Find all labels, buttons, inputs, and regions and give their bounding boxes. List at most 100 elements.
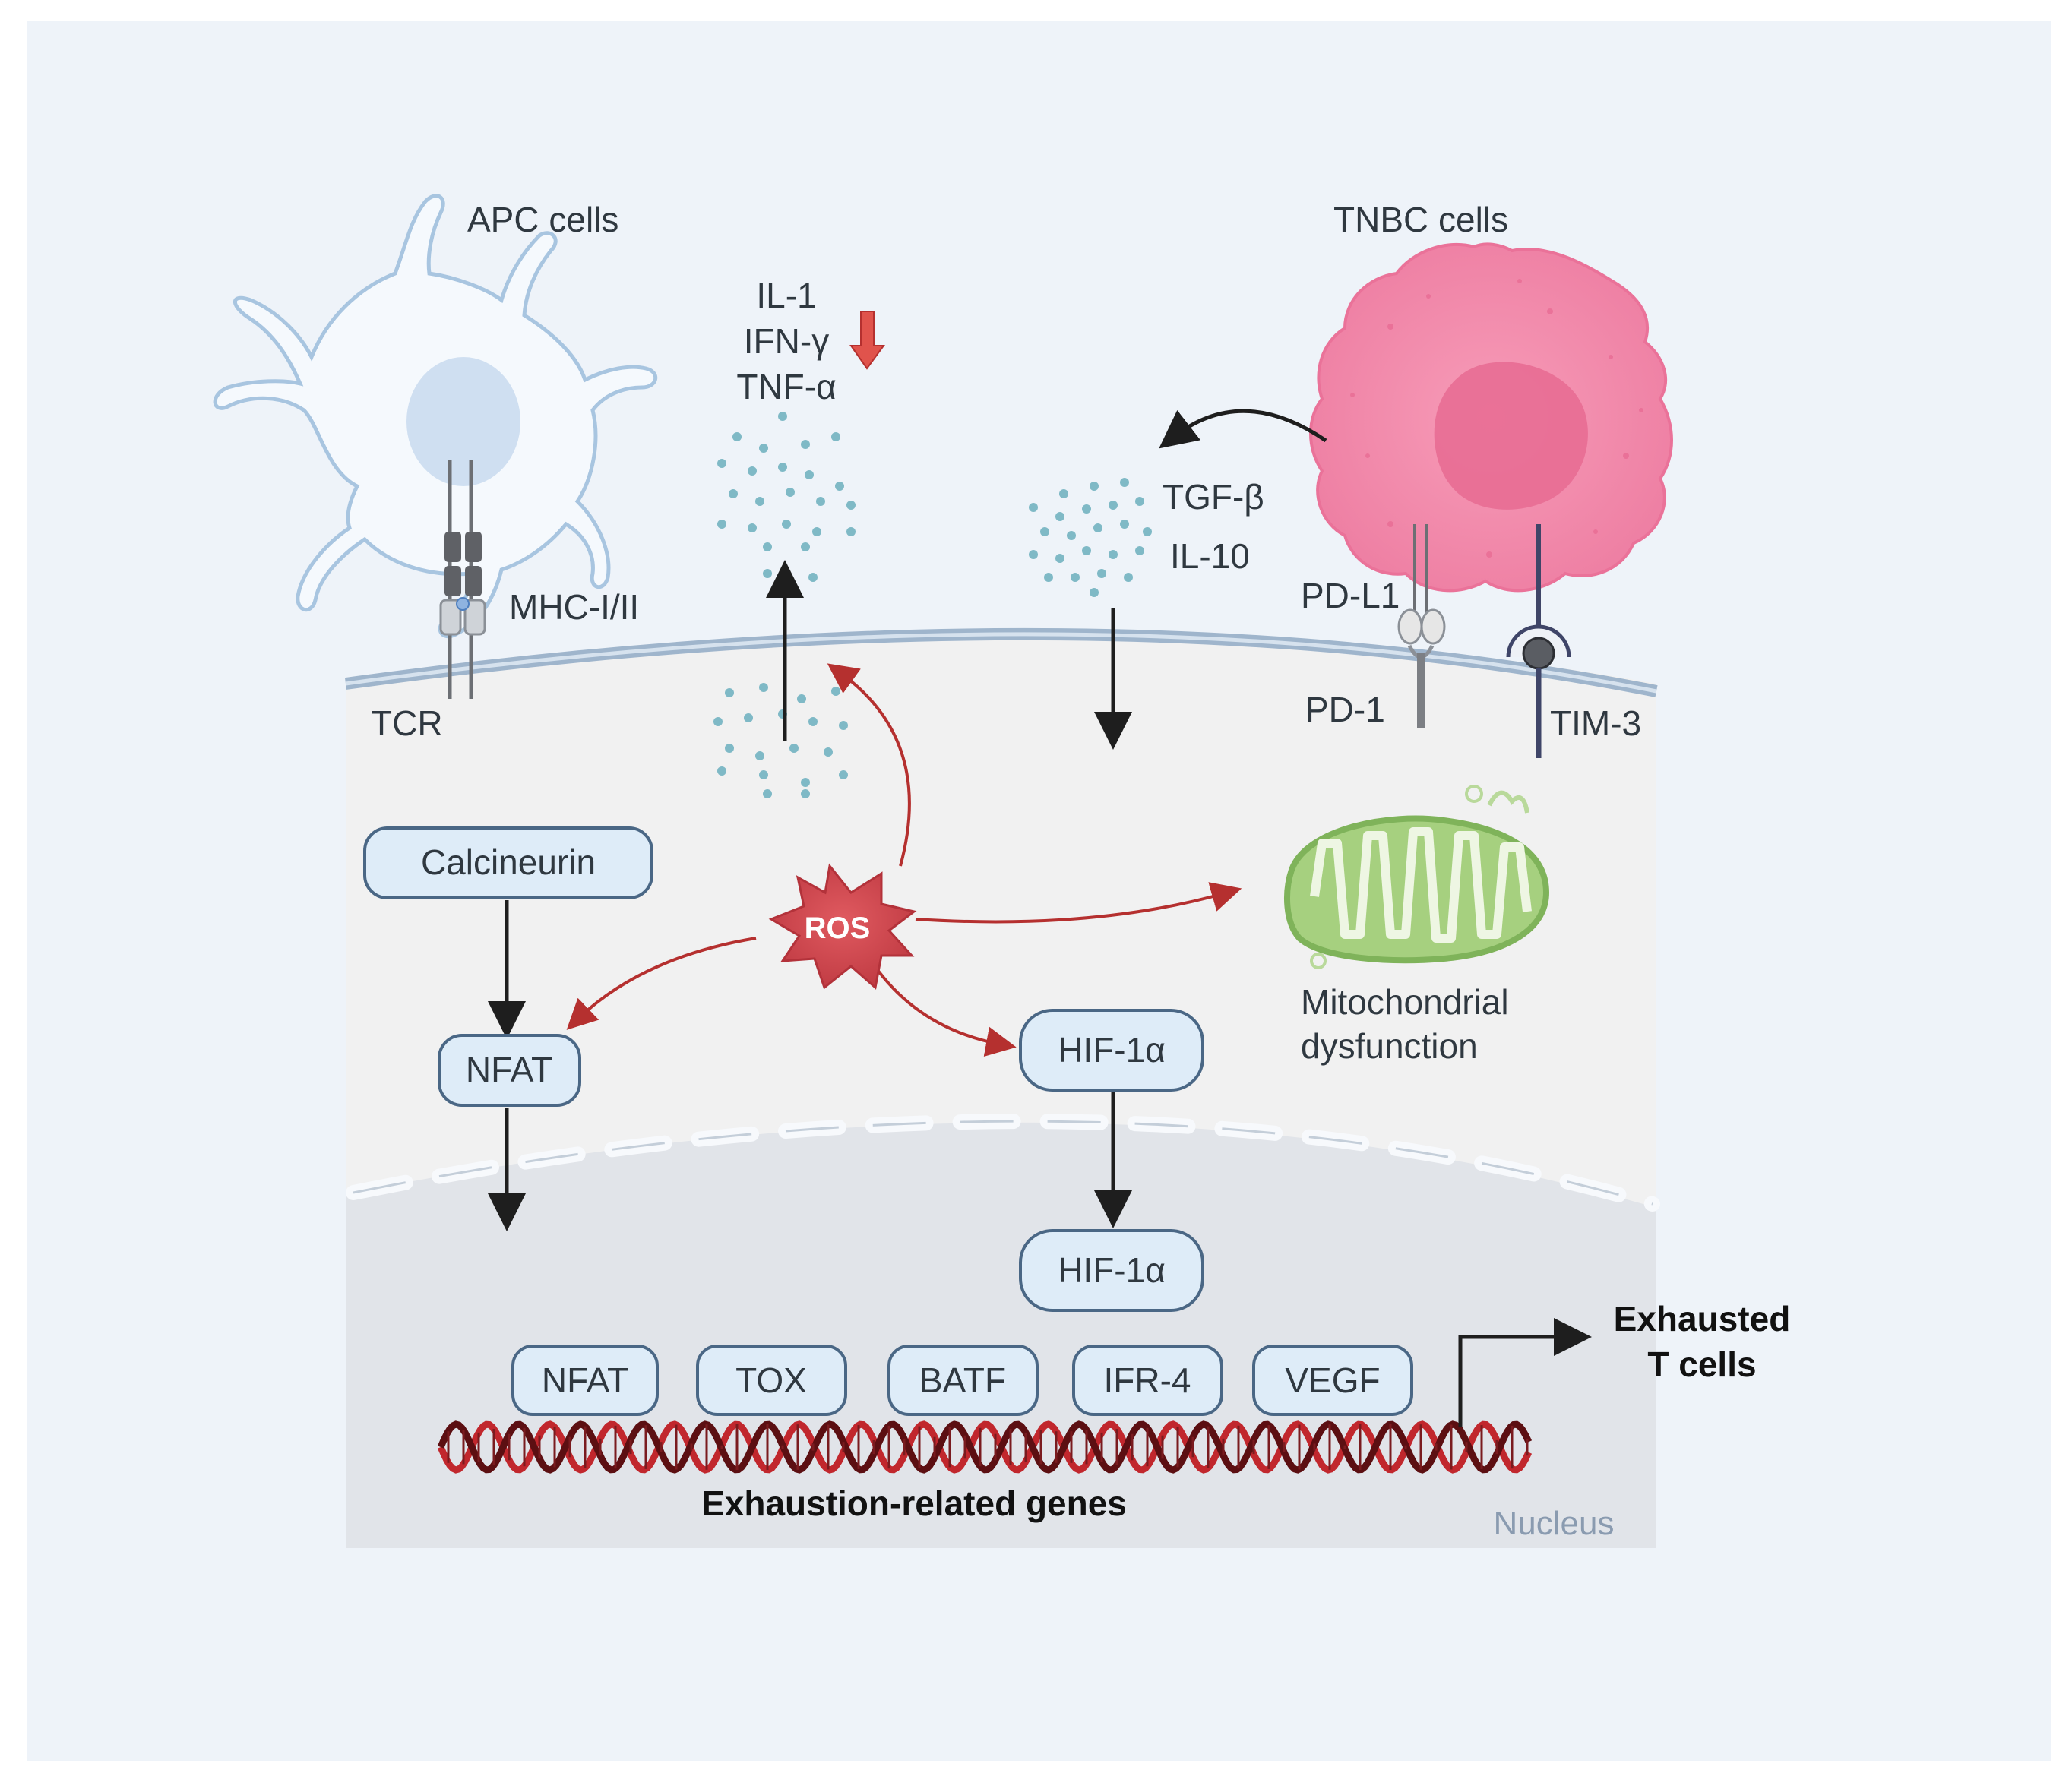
cytokine-dot xyxy=(1143,527,1152,536)
cytokine-out-label: IL-1 xyxy=(756,276,816,315)
cytokine-dot xyxy=(831,432,840,441)
cytokine-in-label: IL-10 xyxy=(1170,536,1250,576)
cytokine-dot xyxy=(786,488,795,497)
cytokine-dot xyxy=(1093,523,1102,532)
calcineurin-text: Calcineurin xyxy=(421,842,596,882)
pd-l1-head xyxy=(1397,608,1423,645)
cytokine-out-label: TNF-α xyxy=(736,367,836,406)
nfat-cyto-box xyxy=(438,1034,581,1107)
cytokine-dot xyxy=(1082,504,1091,514)
cytokine-dot xyxy=(1109,550,1118,559)
mitochondrion-fragment xyxy=(1465,785,1483,803)
cytokine-dot xyxy=(1044,573,1053,582)
calcineurin-box xyxy=(363,826,653,899)
cytokine-dot xyxy=(755,497,764,506)
cytokine-dot xyxy=(839,770,848,779)
plasma-membrane-highlight xyxy=(345,632,1657,694)
tcr-label: TCR xyxy=(371,703,443,743)
ros-to-secretion-arrow xyxy=(827,663,911,867)
cytokine-cluster-upper xyxy=(717,412,856,582)
cytokine-dot xyxy=(1109,501,1118,510)
cytokine-dot xyxy=(748,523,757,532)
tf-box xyxy=(887,1345,1039,1416)
cytokine-dot xyxy=(805,470,814,479)
dna-base-pairs xyxy=(447,1424,1529,1470)
mitochondrial-label-2: dysfunction xyxy=(1301,1026,1478,1066)
cytokine-dot xyxy=(846,501,856,510)
mhc-block xyxy=(444,532,461,562)
cytokine-dot xyxy=(839,721,848,730)
ros-burst-icon xyxy=(768,863,917,990)
pd-l1-head xyxy=(1420,608,1446,645)
cytokine-dot xyxy=(759,444,768,453)
cytokine-dot xyxy=(729,489,738,498)
cytokine-dot xyxy=(835,482,844,491)
cytokine-dot xyxy=(748,466,757,476)
tf-box xyxy=(696,1345,847,1416)
mhc-label: MHC-I/II xyxy=(509,587,639,627)
pd-1-label: PD-1 xyxy=(1305,690,1385,729)
antigen-peptide xyxy=(456,597,470,611)
hif-cyto-text: HIF-1α xyxy=(1058,1030,1166,1070)
cytokine-dot xyxy=(1120,520,1129,529)
cytokine-dot xyxy=(801,778,810,787)
tnbc-cells-label: TNBC cells xyxy=(1333,200,1508,239)
tf-label: BATF xyxy=(919,1360,1006,1400)
ros-label: ROS xyxy=(805,912,871,945)
ros-to-hif-arrow xyxy=(872,963,1017,1057)
cytokine-dot xyxy=(778,463,787,472)
dna-helix xyxy=(437,1420,1533,1474)
cytokine-dot xyxy=(732,432,742,441)
cytokine-dot xyxy=(1135,546,1144,555)
cytokine-dot xyxy=(1097,569,1106,578)
tf-box xyxy=(1072,1345,1223,1416)
cytokine-dot xyxy=(1120,478,1129,487)
ros-to-mitochondria-arrow xyxy=(915,882,1242,924)
tf-box xyxy=(1252,1345,1413,1416)
cytokine-dot xyxy=(755,751,764,760)
mitochondrion xyxy=(1284,785,1550,969)
cytokine-dot xyxy=(1029,503,1038,512)
nucleus-label: Nucleus xyxy=(1494,1505,1615,1542)
tim-3-label: TIM-3 xyxy=(1550,703,1641,743)
cytokine-dot xyxy=(797,694,806,703)
tnbc-secretion-arrow xyxy=(1159,409,1327,449)
tnbc-speckles xyxy=(1350,279,1643,558)
cytokine-dot xyxy=(801,542,810,551)
exhausted-label-2: T cells xyxy=(1647,1345,1756,1384)
hif-nuc-box xyxy=(1019,1229,1204,1312)
apc-cell xyxy=(213,194,657,699)
cytokine-dot xyxy=(801,789,810,798)
cytokine-dot xyxy=(778,412,787,421)
cytokine-dot xyxy=(831,687,840,696)
mitochondrion-fragment xyxy=(1310,953,1327,969)
mhc-block xyxy=(465,566,482,596)
cytokine-dot xyxy=(1071,573,1080,582)
cytokine-dot xyxy=(1029,550,1038,559)
cytokine-dot xyxy=(759,683,768,692)
cytokine-dot xyxy=(744,713,753,722)
tf-label: TOX xyxy=(735,1360,807,1400)
cytokine-dot xyxy=(1135,497,1144,506)
cytokine-dot xyxy=(1082,546,1091,555)
cytokine-dot xyxy=(725,688,734,697)
cytokine-dot xyxy=(1040,527,1049,536)
cytokine-dot xyxy=(717,459,726,468)
cytokine-dot xyxy=(816,497,825,506)
cytokine-dot xyxy=(725,744,734,753)
ros-to-nfat-arrow xyxy=(566,937,757,1030)
exhausted-label-1: Exhausted xyxy=(1614,1299,1791,1338)
cytokine-dot xyxy=(801,440,810,449)
apc-nucleus xyxy=(406,357,520,486)
nuclear-envelope-outline xyxy=(353,1120,1653,1206)
mitochondrial-label-1: Mitochondrial xyxy=(1301,982,1509,1022)
dna-strand xyxy=(437,1420,1533,1474)
cytokine-dot xyxy=(1059,489,1068,498)
mitochondrion-cristae xyxy=(1310,827,1532,943)
tf-label: VEGF xyxy=(1285,1360,1380,1400)
tnbc-nucleus xyxy=(1434,362,1588,510)
cytokine-dot xyxy=(717,766,726,776)
tcr-block xyxy=(439,599,462,636)
cytokine-dot xyxy=(1055,554,1064,563)
